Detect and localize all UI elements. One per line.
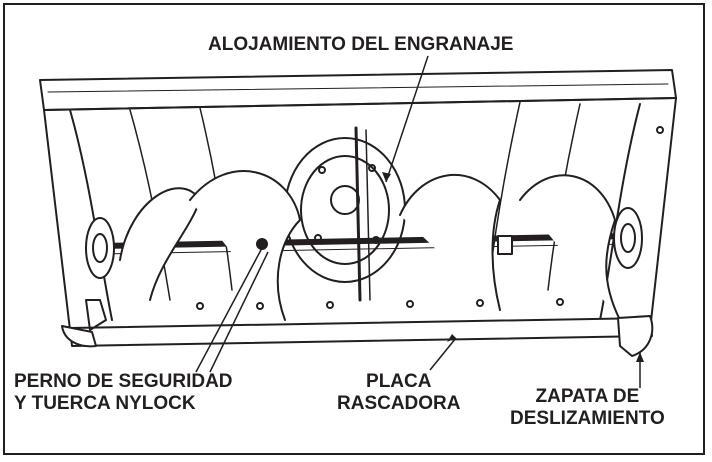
leader-gear-housing	[385, 55, 429, 183]
label-scraper-plate-line1: PLACA	[366, 371, 432, 392]
label-gear-housing: ALOJAMIENTO DEL ENGRANAJE	[208, 34, 514, 55]
gear-housing	[284, 126, 406, 302]
label-skid-shoe-line2: DESLIZAMIENTO	[510, 408, 665, 429]
right-skid-shoe	[617, 315, 654, 357]
auger-right-inner	[399, 174, 501, 311]
label-skid-shoe: ZAPATA DE DESLIZAMIENTO	[510, 386, 665, 430]
label-shear-bolt-line2: Y TUERCA NYLOCK	[14, 393, 196, 414]
label-scraper-plate-line2: RASCADORA	[337, 393, 461, 414]
label-skid-shoe-line1: ZAPATA DE	[535, 386, 640, 407]
label-shear-bolt: PERNO DE SEGURIDAD Y TUERCA NYLOCK	[14, 371, 233, 415]
auger-right-outer	[519, 174, 621, 321]
shear-bolt-marks	[256, 235, 513, 255]
label-scraper-plate: PLACA RASCADORA	[337, 371, 461, 415]
leader-shear-bolt-2	[209, 251, 269, 373]
auger-shaft	[97, 233, 633, 255]
auger-left-inner	[189, 170, 301, 321]
leader-scraper-plate	[429, 337, 457, 371]
scraper-bar	[69, 298, 653, 347]
right-bearing	[613, 207, 643, 269]
label-shear-bolt-line1: PERNO DE SEGURIDAD	[14, 371, 233, 392]
left-bearing	[85, 217, 115, 331]
callout-arrowheads	[382, 172, 644, 362]
left-skid-shoe	[61, 325, 97, 348]
leader-shear-bolt-1	[195, 247, 263, 373]
